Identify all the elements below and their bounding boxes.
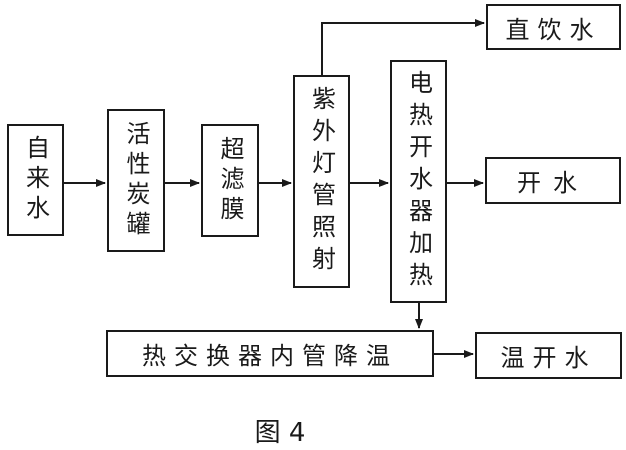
- node-heat-exchanger: 热交换器内管降温: [106, 330, 434, 377]
- node-warm-water: 温开水: [475, 332, 622, 379]
- node-ultrafiltration: 超滤膜: [201, 124, 259, 237]
- node-label: 电热开水器加热: [404, 69, 433, 294]
- node-label: 热交换器内管降温: [142, 342, 398, 370]
- node-label: 活性炭罐: [122, 120, 150, 241]
- arrow-uv-to-direct: [321, 19, 485, 75]
- node-label: 紫外灯管照射: [307, 85, 336, 278]
- node-tap-water: 自来水: [7, 124, 64, 236]
- node-label: 直饮水: [505, 15, 602, 44]
- node-uv-lamp: 紫外灯管照射: [293, 75, 350, 288]
- node-direct-drinking: 直饮水: [486, 4, 621, 50]
- node-boiled-water: 开水: [485, 157, 621, 204]
- node-label: 温开水: [500, 344, 597, 372]
- figure-caption: 图 4: [254, 418, 306, 448]
- node-label: 自来水: [21, 135, 50, 225]
- node-label: 开水: [517, 169, 589, 197]
- node-label: 超滤膜: [216, 135, 244, 226]
- node-electric-boiler: 电热开水器加热: [390, 60, 447, 303]
- node-activated-carbon: 活性炭罐: [107, 109, 165, 252]
